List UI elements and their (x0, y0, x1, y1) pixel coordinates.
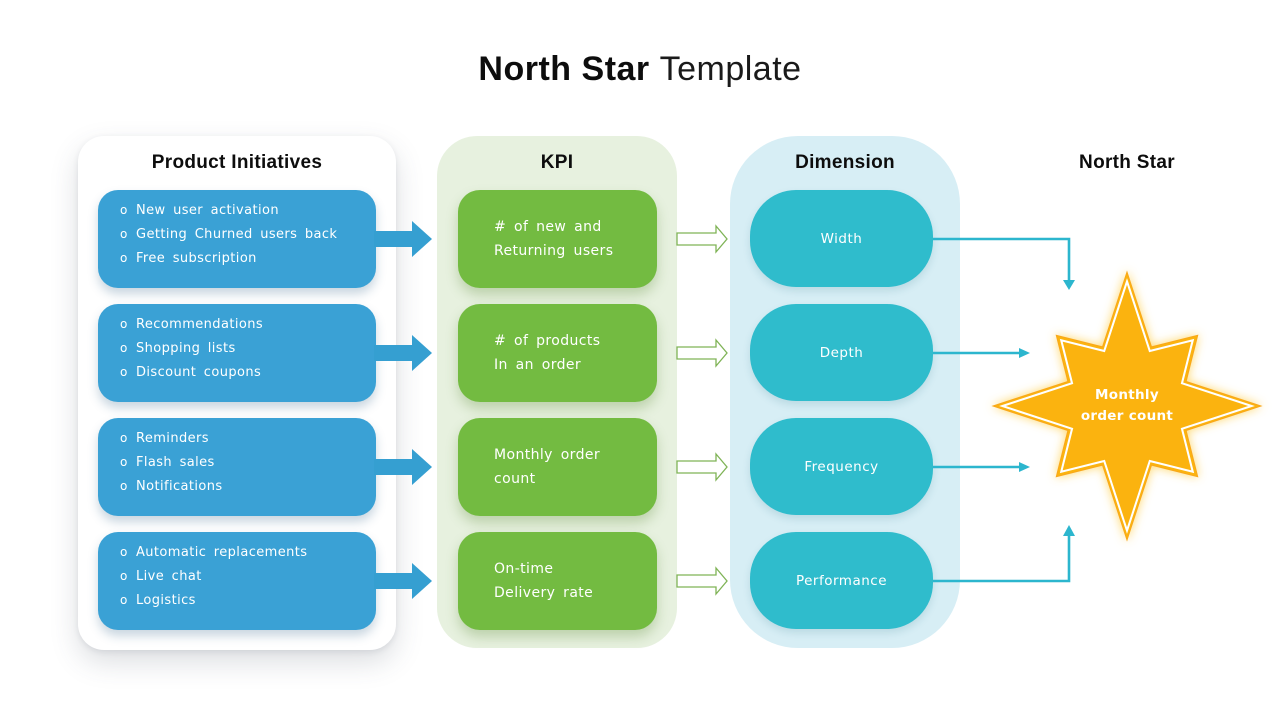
page-title-secondary-text: Template (659, 50, 802, 88)
kpi-line: # of new and (494, 219, 602, 235)
kpi-line: Monthly order (494, 447, 601, 463)
kpi-header: KPI (540, 152, 574, 173)
list-item-label: Recommendations (136, 317, 264, 332)
list-item: o Automatic replacements (120, 545, 376, 569)
kpi-line: Returning users (494, 243, 614, 259)
list-item-label: Logistics (136, 593, 196, 608)
eight-point-star-icon (991, 270, 1263, 542)
dimension-header: Dimension (795, 152, 895, 173)
north-star-shape: Monthly order count (987, 266, 1267, 546)
arrow-right-icon (374, 335, 432, 371)
bullet-marker: o (120, 365, 128, 379)
page-title-secondary: Template (650, 50, 802, 88)
bullet-marker: o (120, 317, 128, 331)
list-item-label: Discount coupons (136, 365, 262, 380)
dimension-label: Width (820, 230, 863, 247)
list-item: o Notifications (120, 479, 376, 503)
kpi-box-3: Monthly order count (458, 418, 657, 516)
outline-arrow-right-icon (676, 224, 728, 254)
bullet-marker: o (120, 341, 128, 355)
dimension-pill-frequency: Frequency (750, 418, 933, 515)
page-title: North Star Template (0, 50, 1280, 89)
kpi-line: Delivery rate (494, 585, 594, 601)
list-item-label: Getting Churned users back (136, 227, 338, 242)
bullet-marker: o (120, 203, 128, 217)
list-item-label: Live chat (136, 569, 202, 584)
list-item-label: Shopping lists (136, 341, 236, 356)
dimension-label: Frequency (804, 458, 879, 475)
list-item: o New user activation (120, 203, 376, 227)
north-star-label: Monthly order count (987, 266, 1267, 546)
north-star-header: North Star (1079, 152, 1175, 173)
outline-arrow-right-icon (676, 566, 728, 596)
dimension-label: Depth (819, 344, 864, 361)
list-item-label: Free subscription (136, 251, 257, 266)
kpi-box-2: # of products In an order (458, 304, 657, 402)
list-item: o Reminders (120, 431, 376, 455)
bullet-marker: o (120, 431, 128, 445)
list-item: o Getting Churned users back (120, 227, 376, 251)
list-item-label: Automatic replacements (136, 545, 308, 560)
arrow-right-icon (374, 221, 432, 257)
bullet-marker: o (120, 479, 128, 493)
dimension-pill-performance: Performance (750, 532, 933, 629)
bullet-marker: o (120, 545, 128, 559)
kpi-line: count (494, 471, 536, 487)
list-item-label: New user activation (136, 203, 279, 218)
bullet-marker: o (120, 227, 128, 241)
straight-connector-right-icon (933, 348, 1030, 358)
product-initiatives-header: Product Initiatives (151, 152, 323, 173)
list-item: o Recommendations (120, 317, 376, 341)
list-item: o Shopping lists (120, 341, 376, 365)
list-item: o Free subscription (120, 251, 376, 275)
bullet-marker: o (120, 251, 128, 265)
arrow-right-icon (374, 563, 432, 599)
list-item: o Flash sales (120, 455, 376, 479)
arrow-right-icon (374, 449, 432, 485)
dimension-pill-depth: Depth (750, 304, 933, 401)
list-item-label: Notifications (136, 479, 223, 494)
kpi-line: # of products (494, 333, 601, 349)
dimension-pill-width: Width (750, 190, 933, 287)
list-item-label: Reminders (136, 431, 209, 446)
bullet-marker: o (120, 455, 128, 469)
bullet-marker: o (120, 569, 128, 583)
list-item-label: Flash sales (136, 455, 215, 470)
elbow-connector-down-icon (933, 237, 1075, 290)
page-title-primary: North Star (478, 50, 650, 88)
outline-arrow-right-icon (676, 452, 728, 482)
list-item: o Live chat (120, 569, 376, 593)
north-star-label-line2: order count (1080, 408, 1174, 424)
elbow-connector-up-icon (933, 525, 1075, 583)
dimension-label: Performance (795, 572, 888, 589)
kpi-line: In an order (494, 357, 582, 373)
list-item: o Discount coupons (120, 365, 376, 389)
kpi-line: On-time (494, 561, 554, 577)
list-item: o Logistics (120, 593, 376, 617)
straight-connector-right-icon (933, 462, 1030, 472)
outline-arrow-right-icon (676, 338, 728, 368)
north-star-label-line1: Monthly (1095, 387, 1159, 403)
bullet-marker: o (120, 593, 128, 607)
